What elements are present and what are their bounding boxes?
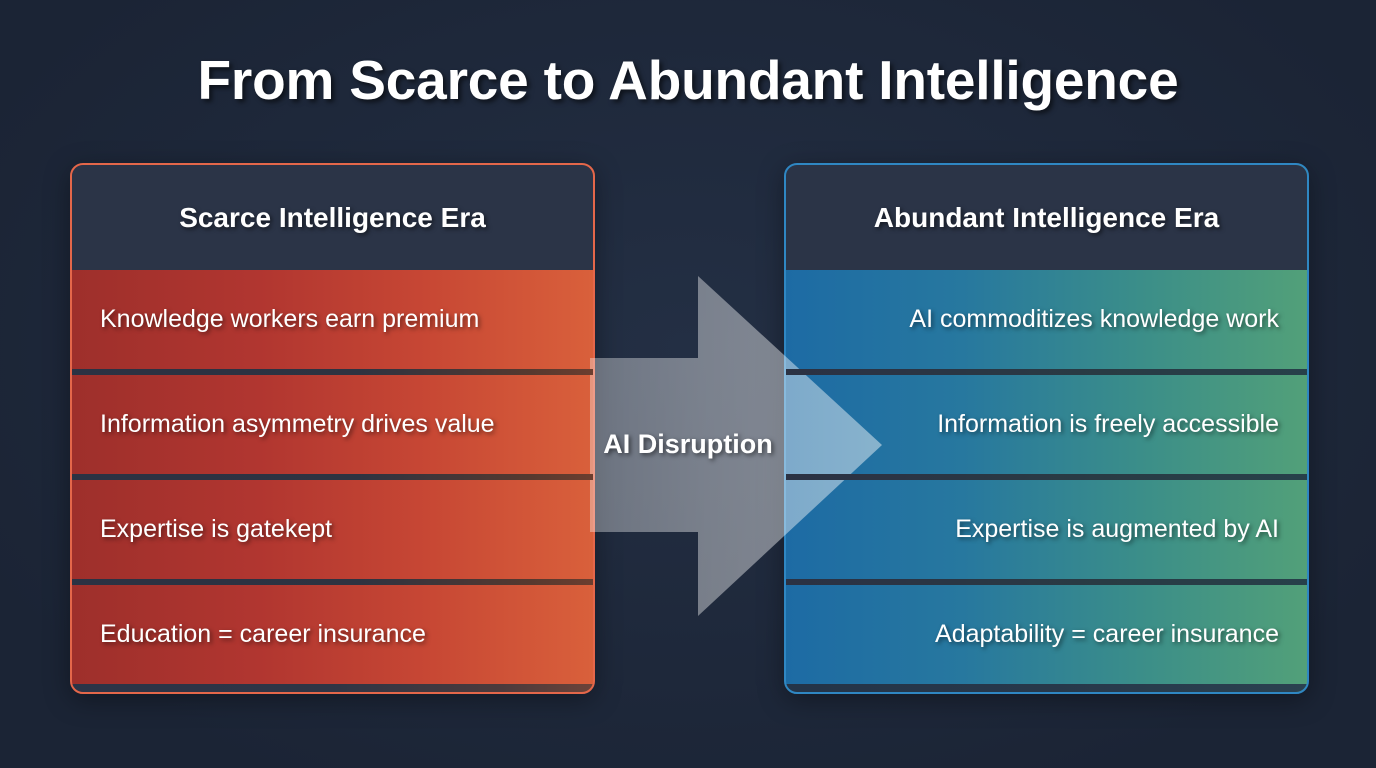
- panel-right-item-label: Adaptability = career insurance: [935, 620, 1279, 648]
- panel-left-item-label: Information asymmetry drives value: [100, 410, 495, 438]
- panel-scarce-intelligence-era: Scarce Intelligence Era Knowledge worker…: [70, 163, 595, 694]
- list-item: Adaptability = career insurance: [786, 585, 1307, 684]
- panel-right-item-label: Information is freely accessible: [937, 410, 1279, 438]
- list-item: Knowledge workers earn premium: [72, 270, 593, 369]
- list-item: Expertise is augmented by AI: [786, 480, 1307, 579]
- panel-left-header: Scarce Intelligence Era: [72, 165, 593, 270]
- page-title: From Scarce to Abundant Intelligence: [197, 49, 1179, 111]
- panel-left-item-label: Expertise is gatekept: [100, 515, 333, 543]
- list-item: Information is freely accessible: [786, 375, 1307, 474]
- panel-left-item-label: Knowledge workers earn premium: [100, 305, 480, 333]
- panel-left-header-title: Scarce Intelligence Era: [179, 201, 486, 233]
- panel-left-rows: Knowledge workers earn premium Informati…: [72, 270, 593, 684]
- panel-right-header: Abundant Intelligence Era: [786, 165, 1307, 270]
- panel-right-header-title: Abundant Intelligence Era: [873, 201, 1220, 233]
- panel-left-item-label: Education = career insurance: [100, 620, 426, 648]
- panel-right-rows: AI commoditizes knowledge work Informati…: [786, 270, 1307, 684]
- panel-right-item-label: Expertise is augmented by AI: [955, 515, 1279, 543]
- arrow-label: AI Disruption: [603, 429, 773, 459]
- panel-right-footer: [786, 684, 1307, 692]
- list-item: Education = career insurance: [72, 585, 593, 684]
- panel-right-item-label: AI commoditizes knowledge work: [909, 305, 1279, 333]
- list-item: AI commoditizes knowledge work: [786, 270, 1307, 369]
- list-item: Information asymmetry drives value: [72, 375, 593, 474]
- list-item: Expertise is gatekept: [72, 480, 593, 579]
- panel-left-footer: [72, 684, 593, 692]
- panel-abundant-intelligence-era: Abundant Intelligence Era AI commoditize…: [784, 163, 1309, 694]
